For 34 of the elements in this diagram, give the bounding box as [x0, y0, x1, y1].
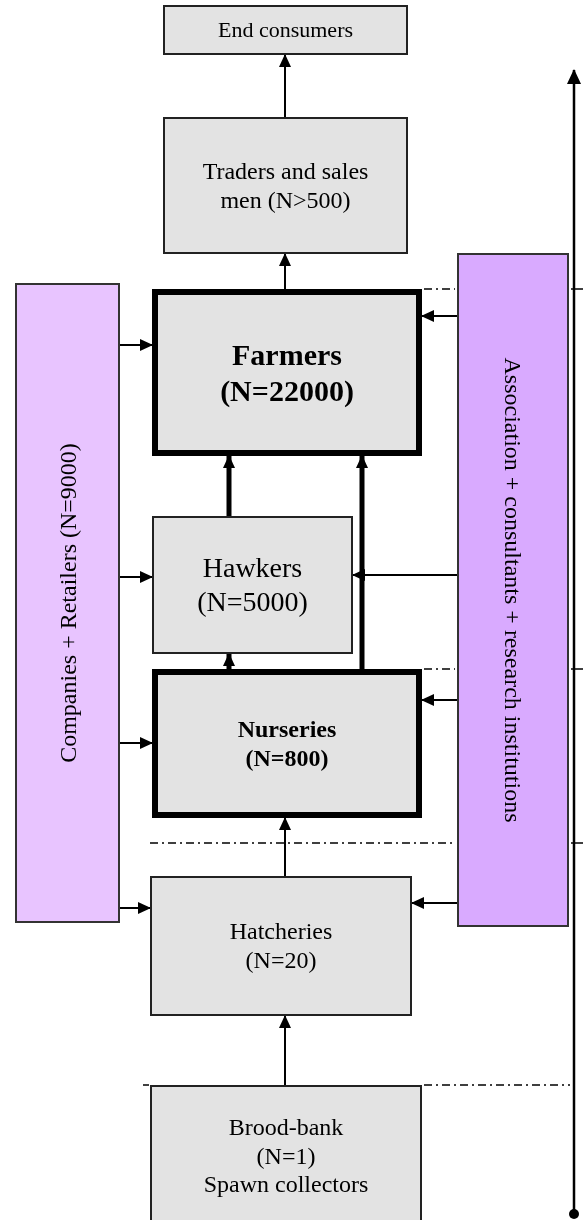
arrow: [356, 455, 368, 669]
box-label: End consumers: [218, 16, 353, 44]
process-box: [150, 876, 412, 1016]
box-label: Brood-bank (N=1): [227, 1112, 345, 1171]
arrow: [352, 569, 458, 581]
arrow: [119, 902, 151, 914]
stakeholder-panel: [457, 253, 569, 927]
arrow: [421, 310, 458, 322]
panel-label: Companies + Retailers (N=9000): [54, 443, 81, 763]
arrow: [223, 455, 235, 516]
box-label: Traders and sales men (N>500): [201, 156, 370, 215]
box-label: Farmers (N=22000): [219, 336, 355, 409]
arrow: [421, 694, 458, 706]
arrow: [411, 897, 458, 909]
arrow: [279, 54, 291, 118]
box-label: Spawn collectors: [203, 1170, 369, 1200]
panel-label: Association + consultants + research institutions: [499, 357, 527, 823]
process-box: [152, 289, 422, 456]
stakeholder-panel: [15, 283, 120, 923]
box-label: Hawkers (N=5000): [196, 551, 309, 619]
process-box: [163, 5, 408, 55]
arrow: [119, 339, 153, 351]
arrow: [119, 571, 153, 583]
process-box: [150, 1085, 422, 1220]
arrow: [279, 1015, 291, 1086]
arrow: [119, 737, 153, 749]
box-label: Nurseries (N=800): [236, 714, 338, 773]
process-box: [152, 669, 422, 818]
process-box: [152, 516, 353, 654]
arrow: [279, 253, 291, 290]
arrow: [279, 817, 291, 877]
process-box: [163, 117, 408, 254]
box-label: Hatcheries (N=20): [228, 917, 334, 975]
arrow: [223, 653, 235, 669]
